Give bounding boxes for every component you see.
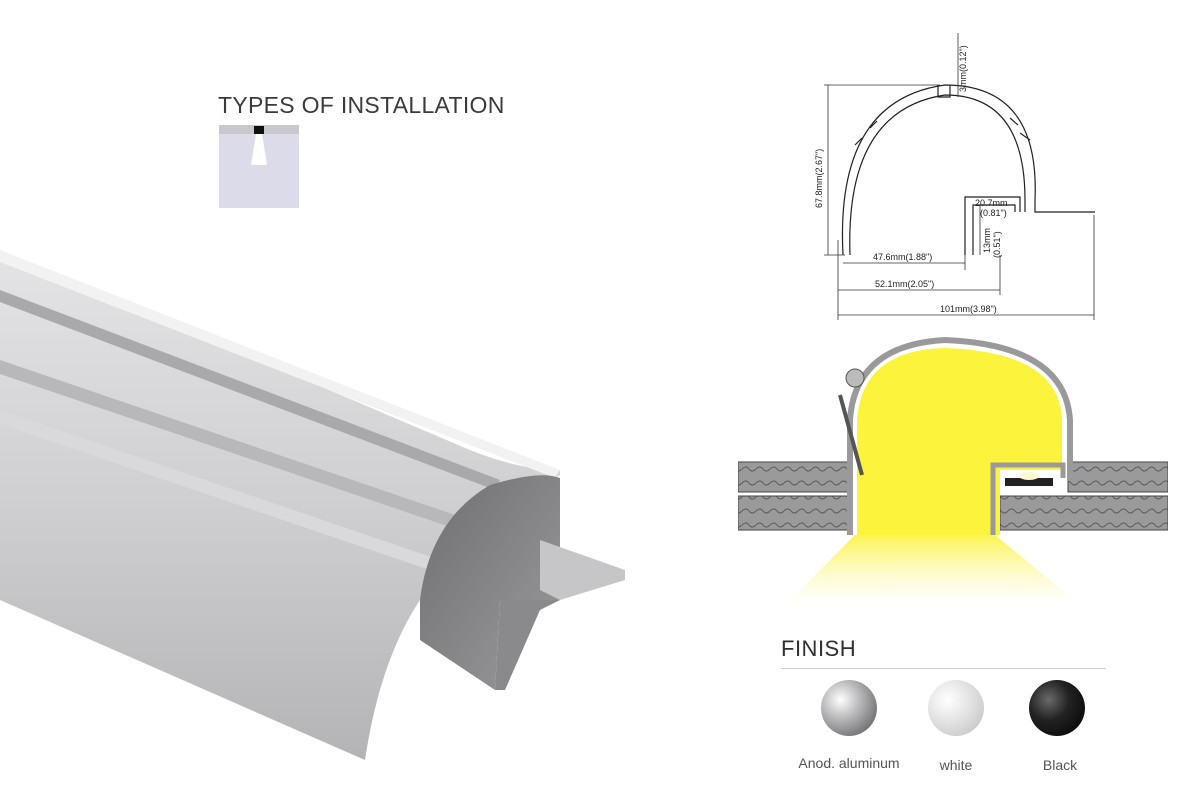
product-profile-image (0, 250, 625, 760)
dim-inner-width: 47.6mm(1.88") (873, 252, 932, 262)
dim-mid-width: 52.1mm(2.05") (875, 279, 934, 289)
dim-top-lip: 3mm(0.12") (958, 45, 968, 92)
recessed-ceiling-icon (219, 125, 299, 208)
installation-title: TYPES OF INSTALLATION (218, 92, 505, 118)
dim-height: 67.8mm(2.67") (814, 149, 824, 208)
dim-channel-width: 20.7mm (975, 198, 1008, 208)
finish-label-black: Black (1042, 757, 1078, 773)
technical-drawing: 3mm(0.12") 67.8mm(2.67") 20.7mm (0.81") … (814, 33, 1095, 320)
installation-cross-section (738, 336, 1168, 605)
dim-channel-width-in: (0.81") (980, 208, 1007, 218)
finish-title: FINISH (781, 636, 857, 661)
finish-swatch-anodized (821, 680, 877, 736)
finish-divider (781, 668, 1106, 669)
dim-channel-depth-in: (0.51") (992, 231, 1002, 258)
finish-label-white: white (939, 757, 973, 773)
finish-swatch-white (928, 680, 984, 736)
finish-swatch-black (1029, 680, 1085, 736)
dim-total-width: 101mm(3.98") (940, 304, 997, 314)
finish-label-anodized: Anod. aluminum (798, 755, 900, 771)
dim-channel-depth: 13mm (982, 228, 992, 253)
